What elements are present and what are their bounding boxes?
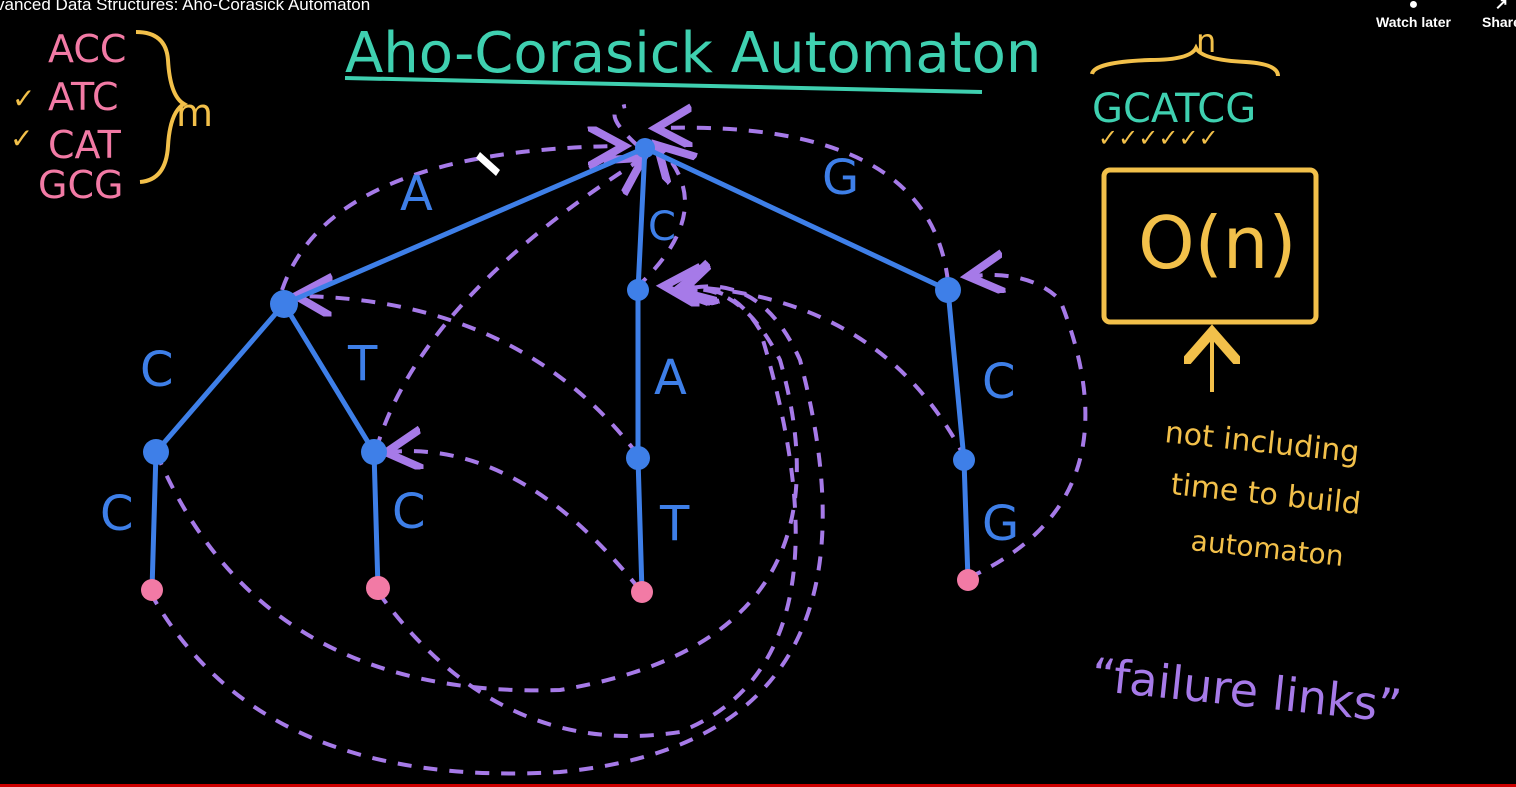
edge-A-C bbox=[153, 301, 287, 455]
video-progress-bar[interactable] bbox=[0, 784, 1516, 787]
failure-link-CA bbox=[300, 296, 640, 457]
failure-link-ACC bbox=[148, 286, 825, 776]
text-string: GCATCG bbox=[1092, 86, 1256, 132]
checkmark-cat: ✓ bbox=[10, 122, 33, 155]
edge-label-root-G: G bbox=[822, 150, 859, 206]
node-C bbox=[627, 279, 649, 301]
node-ACC-terminal bbox=[141, 579, 163, 601]
title-underline bbox=[344, 76, 983, 94]
share-button[interactable]: ↗ Share bbox=[1482, 0, 1516, 30]
edge-label-AT-C: C bbox=[392, 484, 426, 540]
note-line-1: not including bbox=[1163, 415, 1361, 470]
checkmark-atc: ✓ bbox=[12, 82, 35, 115]
failure-link-AC bbox=[154, 289, 799, 693]
pattern-acc: ACC bbox=[48, 27, 126, 71]
board-title: Aho-Corasick Automaton bbox=[345, 21, 1041, 86]
text-length-label: n bbox=[1196, 22, 1216, 60]
watch-later-button[interactable]: ● Watch later bbox=[1376, 0, 1451, 30]
clock-icon: ● bbox=[1408, 0, 1419, 13]
pen-cursor-icon bbox=[476, 152, 500, 176]
complexity-box bbox=[1101, 167, 1319, 325]
failure-links bbox=[148, 104, 1088, 776]
failure-link-G bbox=[660, 128, 950, 283]
edge-labels: A C G C T A C C C T G bbox=[100, 150, 1019, 552]
node-root bbox=[635, 138, 655, 158]
node-A bbox=[270, 290, 298, 318]
node-GC bbox=[953, 449, 975, 471]
edge-root-A bbox=[281, 145, 648, 307]
edge-label-A-C: C bbox=[140, 342, 174, 398]
failure-link-CAT bbox=[390, 451, 642, 592]
pattern-atc: ATC bbox=[48, 75, 119, 119]
edge-label-root-C: C bbox=[648, 204, 676, 250]
node-G bbox=[935, 277, 961, 303]
failure-links-caption: “failure links” bbox=[1089, 647, 1404, 733]
edge-AC-C bbox=[149, 449, 159, 593]
edge-label-C-A: A bbox=[654, 350, 687, 406]
failure-link-A bbox=[280, 146, 620, 291]
node-CA bbox=[626, 446, 650, 470]
edge-label-GC-G: G bbox=[982, 496, 1019, 552]
edge-label-AC-C: C bbox=[100, 486, 134, 542]
edge-label-A-T: T bbox=[347, 336, 378, 392]
watch-later-label: Watch later bbox=[1376, 14, 1451, 30]
node-ATC-terminal bbox=[366, 576, 390, 600]
failure-link-GCG bbox=[968, 275, 1088, 580]
pattern-brace bbox=[135, 30, 189, 184]
share-arrow-icon: ↗ bbox=[1494, 0, 1509, 13]
pattern-gcg: GCG bbox=[38, 163, 123, 207]
complexity-label: O(n) bbox=[1138, 201, 1296, 285]
note-line-2: time to build bbox=[1169, 467, 1362, 522]
node-CAT-terminal bbox=[631, 581, 653, 603]
edge-root-G bbox=[642, 145, 951, 293]
edge-root-C bbox=[635, 145, 648, 293]
edge-label-root-A: A bbox=[400, 166, 433, 222]
node-AT bbox=[361, 439, 387, 465]
node-AC bbox=[143, 439, 169, 465]
trie-nodes bbox=[141, 138, 979, 603]
failure-link-ATC bbox=[376, 290, 798, 738]
edge-CA-T bbox=[635, 455, 645, 595]
trie-edges bbox=[149, 145, 971, 595]
edge-GC-G bbox=[961, 457, 971, 583]
text-string-group: n GCATCG ✓✓✓✓✓✓ bbox=[1090, 22, 1280, 152]
text-brace bbox=[1090, 43, 1280, 77]
text-checkmarks: ✓✓✓✓✓✓ bbox=[1098, 124, 1219, 152]
edge-A-T bbox=[281, 301, 377, 455]
edge-label-G-C: C bbox=[982, 354, 1016, 410]
node-GCG-terminal bbox=[957, 569, 979, 591]
pattern-cat: CAT bbox=[48, 123, 122, 167]
pattern-count-label: m bbox=[176, 91, 213, 135]
share-label: Share bbox=[1482, 14, 1516, 30]
root-self-loop bbox=[612, 104, 640, 148]
video-title: vanced Data Structures: Aho-Corasick Aut… bbox=[0, 0, 371, 14]
pattern-list: ACC ATC CAT GCG ✓ ✓ m bbox=[10, 27, 213, 207]
edge-AT-C bbox=[371, 449, 381, 591]
edge-G-C bbox=[945, 287, 967, 463]
edge-label-CA-T: T bbox=[659, 496, 690, 552]
note-line-3: automaton bbox=[1189, 524, 1345, 573]
